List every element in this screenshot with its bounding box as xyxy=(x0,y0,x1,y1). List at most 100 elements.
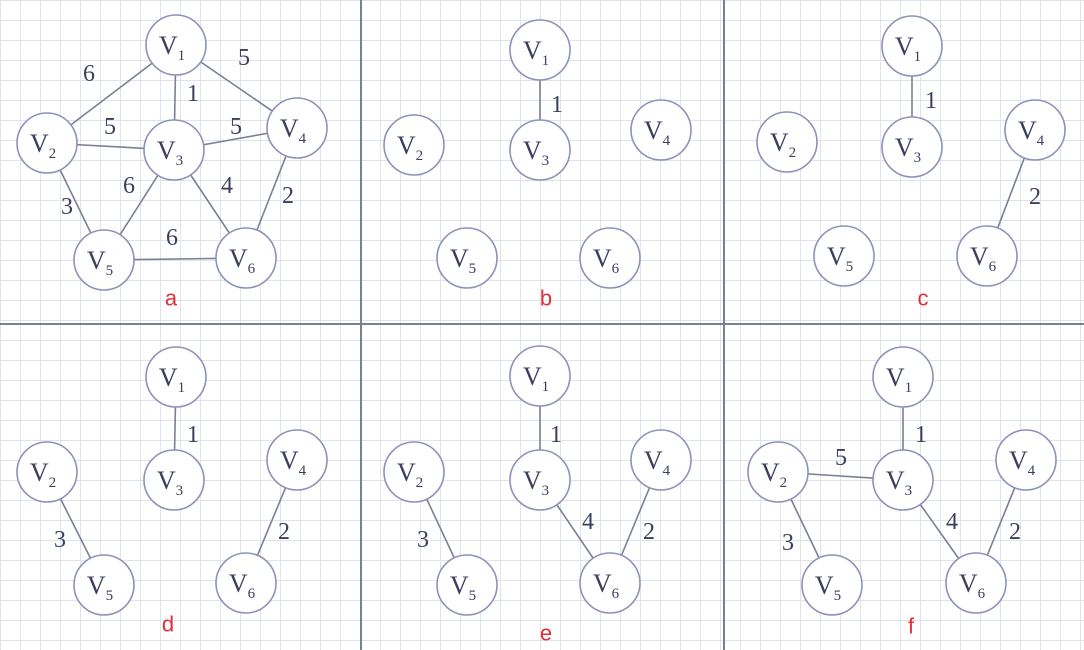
edge-weight-label: 2 xyxy=(643,519,655,545)
node-v4: V4 xyxy=(266,429,328,491)
node-label-main: V xyxy=(827,242,846,271)
edge-weight-label: 2 xyxy=(282,183,294,209)
node-label-subscript: 4 xyxy=(299,131,307,147)
node-label: V5 xyxy=(827,242,853,275)
node-label: V5 xyxy=(450,244,476,277)
node-circle xyxy=(73,229,135,291)
node-label-main: V xyxy=(1009,446,1028,475)
node-v1: V1 xyxy=(872,346,934,408)
node-label: V2 xyxy=(761,458,787,491)
edge-weight-label: 5 xyxy=(230,114,242,140)
node-v5: V5 xyxy=(73,229,135,291)
edge-weight-label: 6 xyxy=(123,173,135,199)
node-circle xyxy=(266,429,328,491)
node-circle xyxy=(995,429,1057,491)
node-label-subscript: 6 xyxy=(978,586,986,602)
node-label-subscript: 6 xyxy=(989,259,997,275)
node-v4: V4 xyxy=(1004,99,1066,161)
node-label-subscript: 5 xyxy=(106,263,114,279)
edge-weight-label: 1 xyxy=(187,422,199,448)
node-label-subscript: 1 xyxy=(905,380,913,396)
node-label: V3 xyxy=(886,466,912,499)
node-label-main: V xyxy=(593,569,612,598)
node-label-main: V xyxy=(523,36,542,65)
edge-weight-label: 4 xyxy=(946,509,958,535)
node-v2: V2 xyxy=(16,112,78,174)
node-circle xyxy=(630,99,692,161)
node-label: V2 xyxy=(30,129,56,162)
node-label-main: V xyxy=(280,446,299,475)
edge-weight-label: 5 xyxy=(835,445,847,471)
node-label-main: V xyxy=(157,136,176,165)
node-label: V1 xyxy=(886,363,912,396)
node-v4: V4 xyxy=(630,99,692,161)
node-v3: V3 xyxy=(509,119,571,181)
node-label-subscript: 1 xyxy=(542,379,550,395)
node-circle xyxy=(16,441,78,503)
node-circle xyxy=(383,114,445,176)
edge-weight-label: 2 xyxy=(278,519,290,545)
edge-weight-label: 3 xyxy=(782,530,794,556)
node-label-subscript: 1 xyxy=(178,48,186,64)
edge-weight-label: 6 xyxy=(83,61,95,87)
node-circle xyxy=(1004,99,1066,161)
node-label: V1 xyxy=(159,363,185,396)
node-label-subscript: 2 xyxy=(780,475,788,491)
node-v3: V3 xyxy=(881,116,943,178)
node-label: V3 xyxy=(157,466,183,499)
node-v3: V3 xyxy=(143,449,205,511)
node-label-subscript: 4 xyxy=(1028,463,1036,479)
panel-label: d xyxy=(162,612,174,637)
panel-label: e xyxy=(540,621,552,646)
node-label-main: V xyxy=(523,136,542,165)
node-label-main: V xyxy=(229,569,248,598)
node-v1: V1 xyxy=(509,19,571,81)
node-label-subscript: 1 xyxy=(178,380,186,396)
node-label-main: V xyxy=(886,363,905,392)
edge-weight-label: 1 xyxy=(550,422,562,448)
node-label-main: V xyxy=(229,244,248,273)
node-v6: V6 xyxy=(215,227,277,289)
node-circle xyxy=(145,346,207,408)
node-label: V1 xyxy=(523,36,549,69)
node-v6: V6 xyxy=(956,225,1018,287)
panel-label: b xyxy=(540,286,552,311)
panel-label: c xyxy=(918,286,929,311)
node-label-main: V xyxy=(644,446,663,475)
node-v2: V2 xyxy=(383,114,445,176)
node-circle xyxy=(266,97,328,159)
node-label-main: V xyxy=(895,32,914,61)
node-label-subscript: 3 xyxy=(176,153,184,169)
node-label-subscript: 6 xyxy=(248,261,256,277)
node-label: V6 xyxy=(593,244,620,277)
node-label-subscript: 4 xyxy=(299,463,307,479)
node-label: V3 xyxy=(523,136,549,169)
node-label: V1 xyxy=(159,31,185,64)
node-label: V4 xyxy=(644,116,671,149)
node-label-subscript: 2 xyxy=(49,146,57,162)
node-circle xyxy=(747,441,809,503)
node-label-main: V xyxy=(450,244,469,273)
node-circle xyxy=(872,449,934,511)
node-label-subscript: 5 xyxy=(846,259,854,275)
node-label: V4 xyxy=(1018,116,1045,149)
edge-weight-label: 2 xyxy=(1009,519,1021,545)
node-label-main: V xyxy=(397,458,416,487)
node-label: V6 xyxy=(229,569,256,602)
node-label-main: V xyxy=(30,129,49,158)
node-label-subscript: 4 xyxy=(663,463,671,479)
node-label-subscript: 3 xyxy=(176,483,184,499)
node-circle xyxy=(801,554,863,616)
panel-label: a xyxy=(165,286,178,311)
node-v5: V5 xyxy=(436,554,498,616)
node-label-main: V xyxy=(644,116,663,145)
node-label-main: V xyxy=(397,131,416,160)
node-label: V6 xyxy=(970,242,997,275)
edge-weight-label: 1 xyxy=(915,422,927,448)
node-label-subscript: 1 xyxy=(914,49,922,65)
node-label-subscript: 6 xyxy=(248,586,256,602)
node-circle xyxy=(143,449,205,511)
node-label: V2 xyxy=(397,131,423,164)
